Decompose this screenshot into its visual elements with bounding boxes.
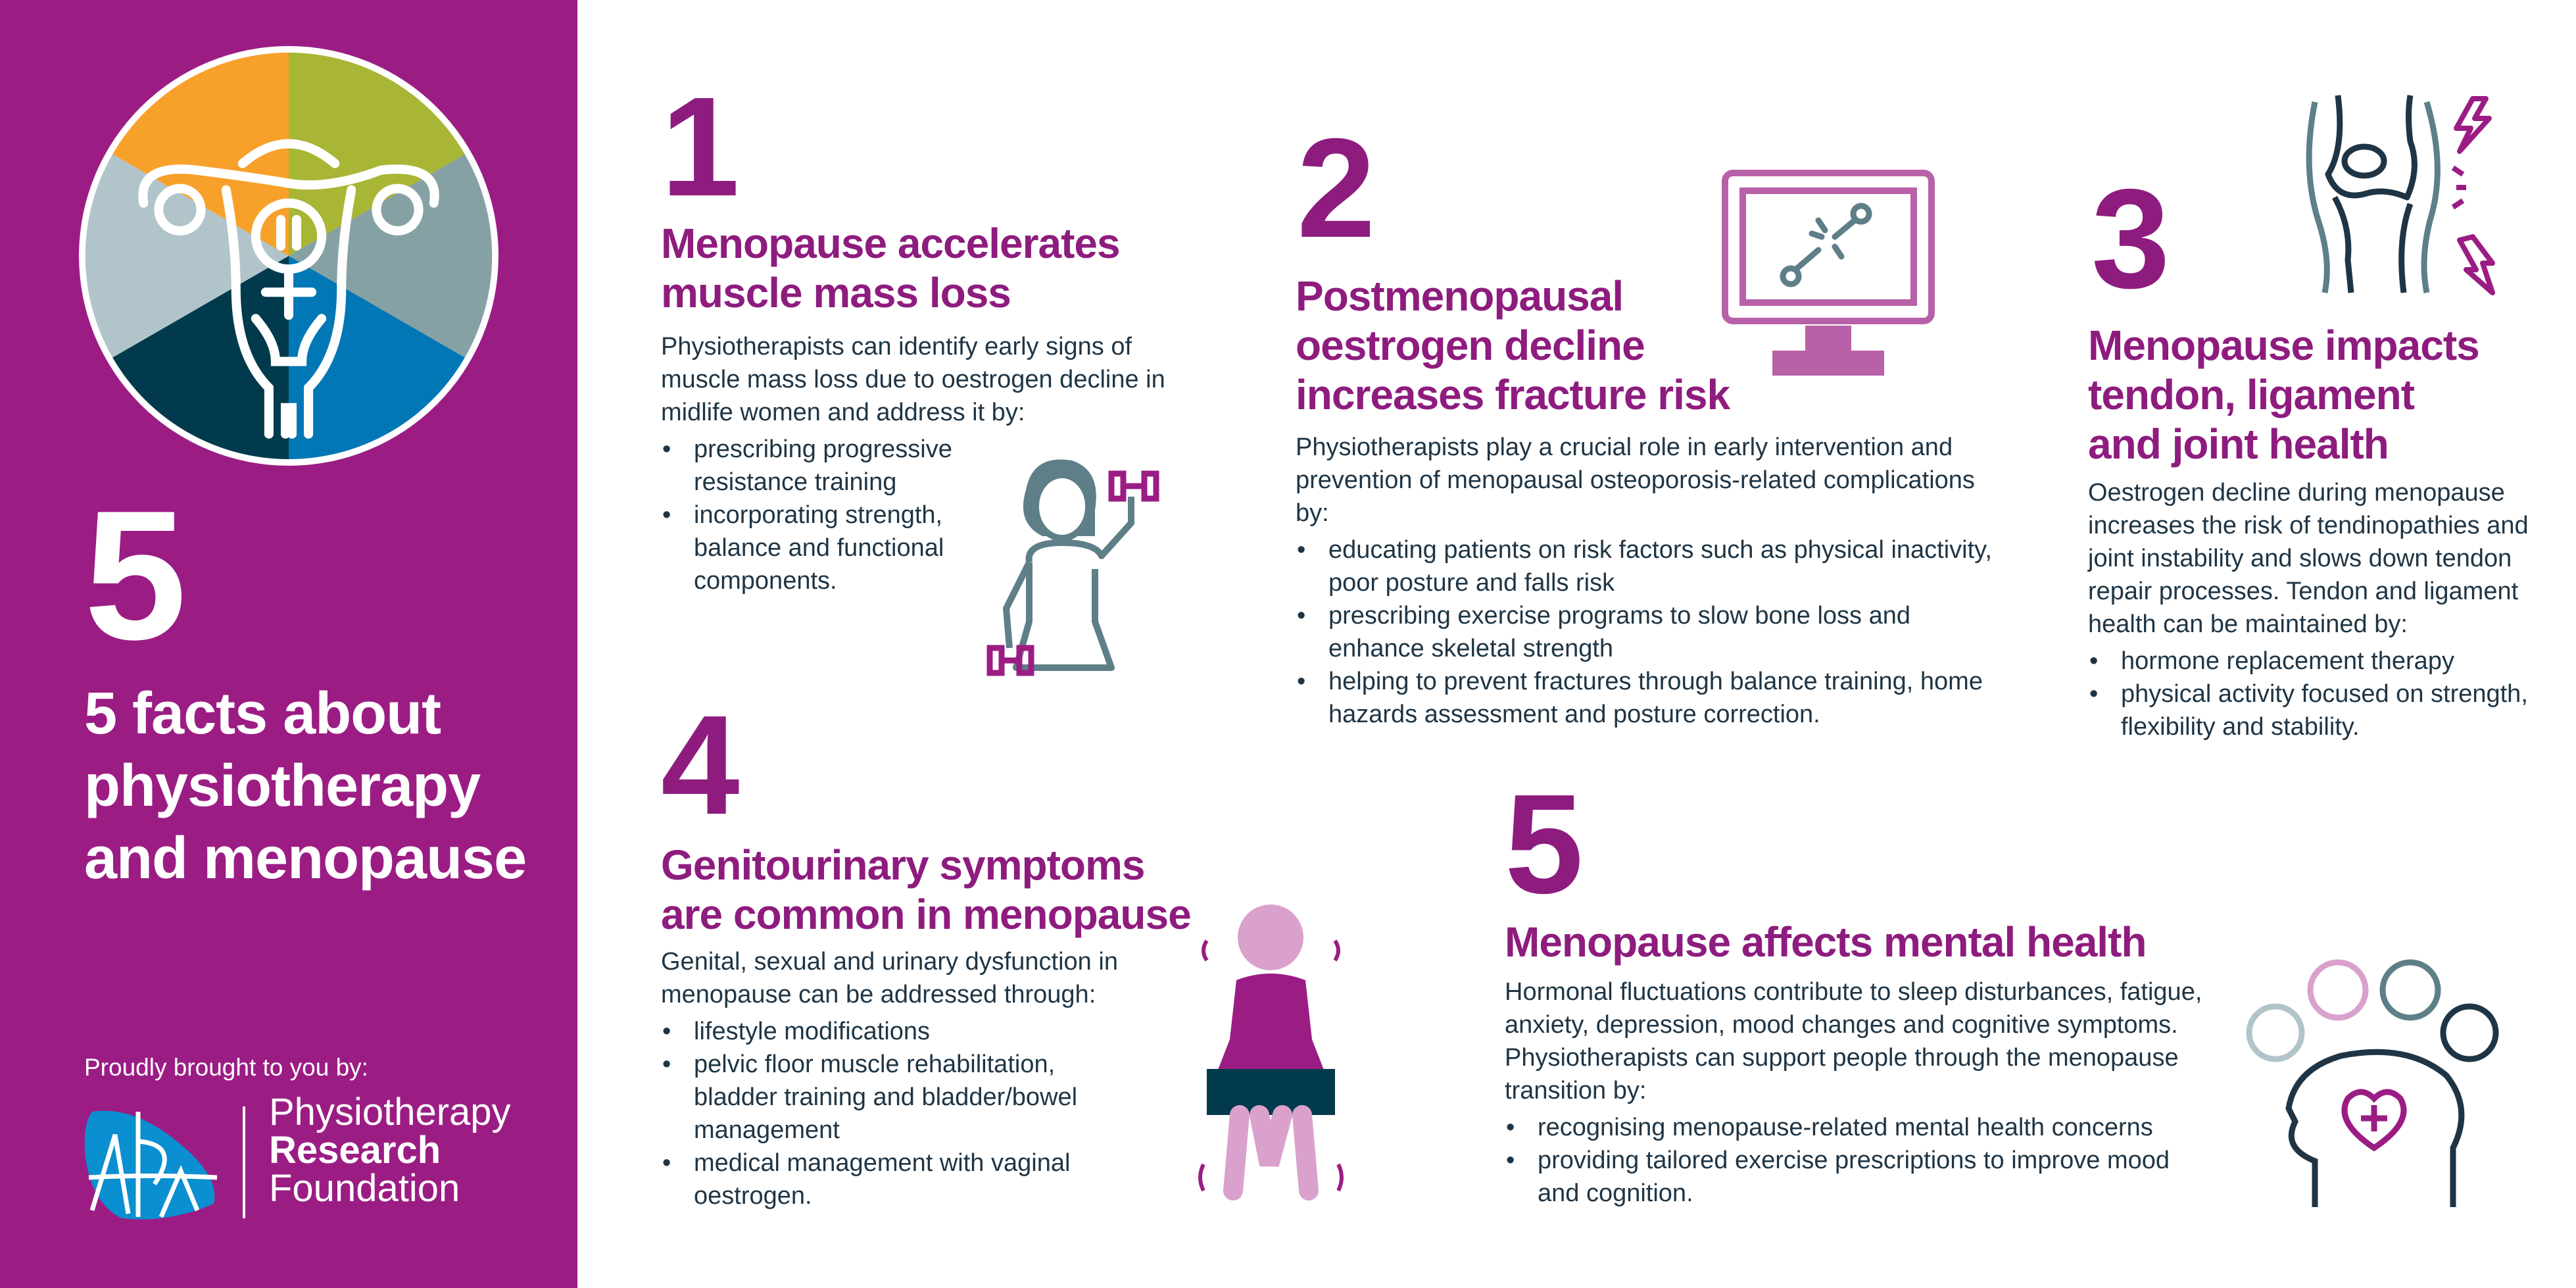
fact-3-heading: Menopause impacts tendon, ligament and j… <box>2088 321 2480 469</box>
apa-logo-icon <box>84 1110 217 1220</box>
bullet-item: physical activity focused on strength, f… <box>2088 678 2562 743</box>
fact-5-heading: Menopause affects mental health <box>1505 918 2147 966</box>
bullet-item: incorporating strength, balance and func… <box>661 499 1003 597</box>
fact-5-body: Hormonal fluctuations contribute to slee… <box>1505 976 2208 1210</box>
fact-2-heading: Postmenopausal oestrogen decline increas… <box>1296 272 1730 420</box>
heading-line: Menopause impacts <box>2088 322 2480 369</box>
bullet-item: educating patients on risk factors such … <box>1296 533 1993 599</box>
fact-4-body: Genital, sexual and urinary dysfunction … <box>661 945 1200 1212</box>
title-line: 5 facts about <box>84 681 441 747</box>
bullet-item: lifestyle modifications <box>661 1015 1121 1048</box>
heading-line: and joint health <box>2088 420 2389 468</box>
bullet-item: hormone replacement therapy <box>2088 645 2562 678</box>
fact-3-body: Oestrogen decline during menopause incre… <box>2088 476 2562 743</box>
bullet-item: providing tailored exercise prescription… <box>1505 1144 2208 1210</box>
fact-2-body: Physiotherapists play a crucial role in … <box>1296 431 1993 731</box>
logo-divider <box>243 1106 245 1218</box>
uterus-wheel-icon <box>79 46 498 466</box>
heading-line: Genitourinary symptoms <box>661 841 1145 889</box>
sidebar-title: 5 facts about physiotherapy and menopaus… <box>84 678 527 895</box>
fact-intro: Physiotherapists can identify early sign… <box>661 333 1165 426</box>
logo-line: Foundation <box>269 1167 460 1210</box>
title-line: physiotherapy <box>84 753 481 819</box>
bullet-item: pelvic floor muscle rehabilitation, blad… <box>661 1048 1121 1147</box>
heading-line: oestrogen decline <box>1296 322 1645 369</box>
title-line: and menopause <box>84 826 527 891</box>
fact-1-heading: Menopause accelerates muscle mass loss <box>661 219 1121 318</box>
bullet-item: medical management with vaginal oestroge… <box>661 1147 1121 1212</box>
fact-intro: Physiotherapists play a crucial role in … <box>1296 433 1975 527</box>
bullet-item: helping to prevent fractures through bal… <box>1296 665 1993 731</box>
knee-joint-icon <box>2306 95 2495 295</box>
fact-2-number: 2 <box>1297 109 1376 267</box>
heading-line: Menopause accelerates <box>661 220 1121 267</box>
credit-text: Proudly brought to you by: <box>84 1054 368 1081</box>
fact-3-number: 3 <box>2091 159 2170 318</box>
heading-line: muscle mass loss <box>661 269 1011 316</box>
fact-intro: Genital, sexual and urinary dysfunction … <box>661 948 1118 1008</box>
bullet-item: prescribing exercise programs to slow bo… <box>1296 599 1993 665</box>
heading-line: increases fracture risk <box>1296 371 1730 418</box>
bone-monitor-icon <box>1722 170 1935 376</box>
heading-line: tendon, ligament <box>2088 371 2415 418</box>
fact-4-heading: Genitourinary symptoms are common in men… <box>661 841 1192 939</box>
heading-line: Postmenopausal <box>1296 272 1624 320</box>
foundation-name: Physiotherapy Research Foundation <box>269 1093 511 1208</box>
bullet-item: prescribing progressive resistance train… <box>661 433 1003 499</box>
fact-intro: Hormonal fluctuations contribute to slee… <box>1505 978 2202 1104</box>
fact-intro: Oestrogen decline during menopause incre… <box>2088 479 2529 638</box>
sidebar-big-number: 5 <box>84 473 187 678</box>
fact-5-number: 5 <box>1505 764 1584 923</box>
woman-dumbbell-icon <box>986 459 1159 676</box>
fact-1-number: 1 <box>661 67 740 226</box>
fact-1-body: Physiotherapists can identify early sign… <box>661 330 1207 597</box>
sidebar: 5 5 facts about physiotherapy and menopa… <box>0 0 577 1288</box>
woman-discomfort-icon <box>1198 904 1344 1201</box>
logo-line: Research <box>269 1129 441 1172</box>
heading-line: are common in menopause <box>661 891 1192 938</box>
bullet-item: recognising menopause-related mental hea… <box>1505 1111 2208 1144</box>
fact-4-number: 4 <box>661 685 740 844</box>
logo-line: Physiotherapy <box>269 1091 511 1133</box>
head-heart-emotions-icon <box>2246 959 2499 1207</box>
